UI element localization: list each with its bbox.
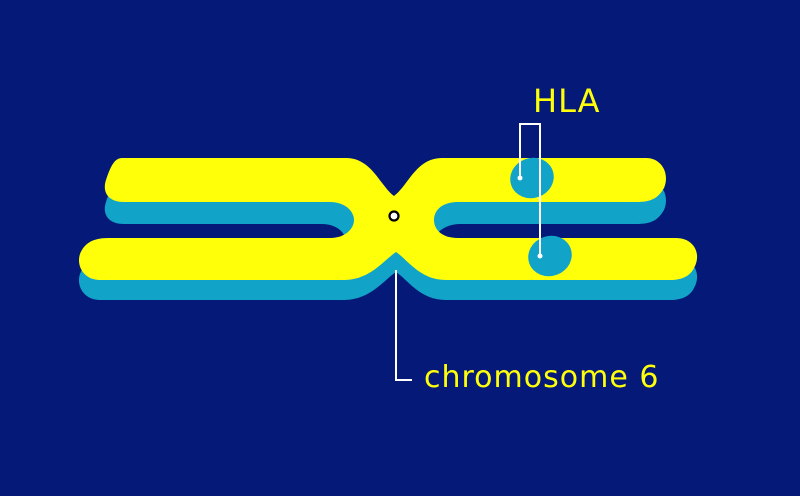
chromosome-leader-line (395, 270, 412, 381)
hla-leader-dot-upper (517, 175, 523, 181)
hla-label: HLA (533, 82, 601, 120)
hla-leader-line (519, 123, 541, 256)
centromere-icon (388, 210, 400, 222)
hla-leader-dot-lower (537, 253, 543, 259)
hla-marker-upper (510, 157, 554, 199)
chromosome-label: chromosome 6 (424, 360, 660, 395)
